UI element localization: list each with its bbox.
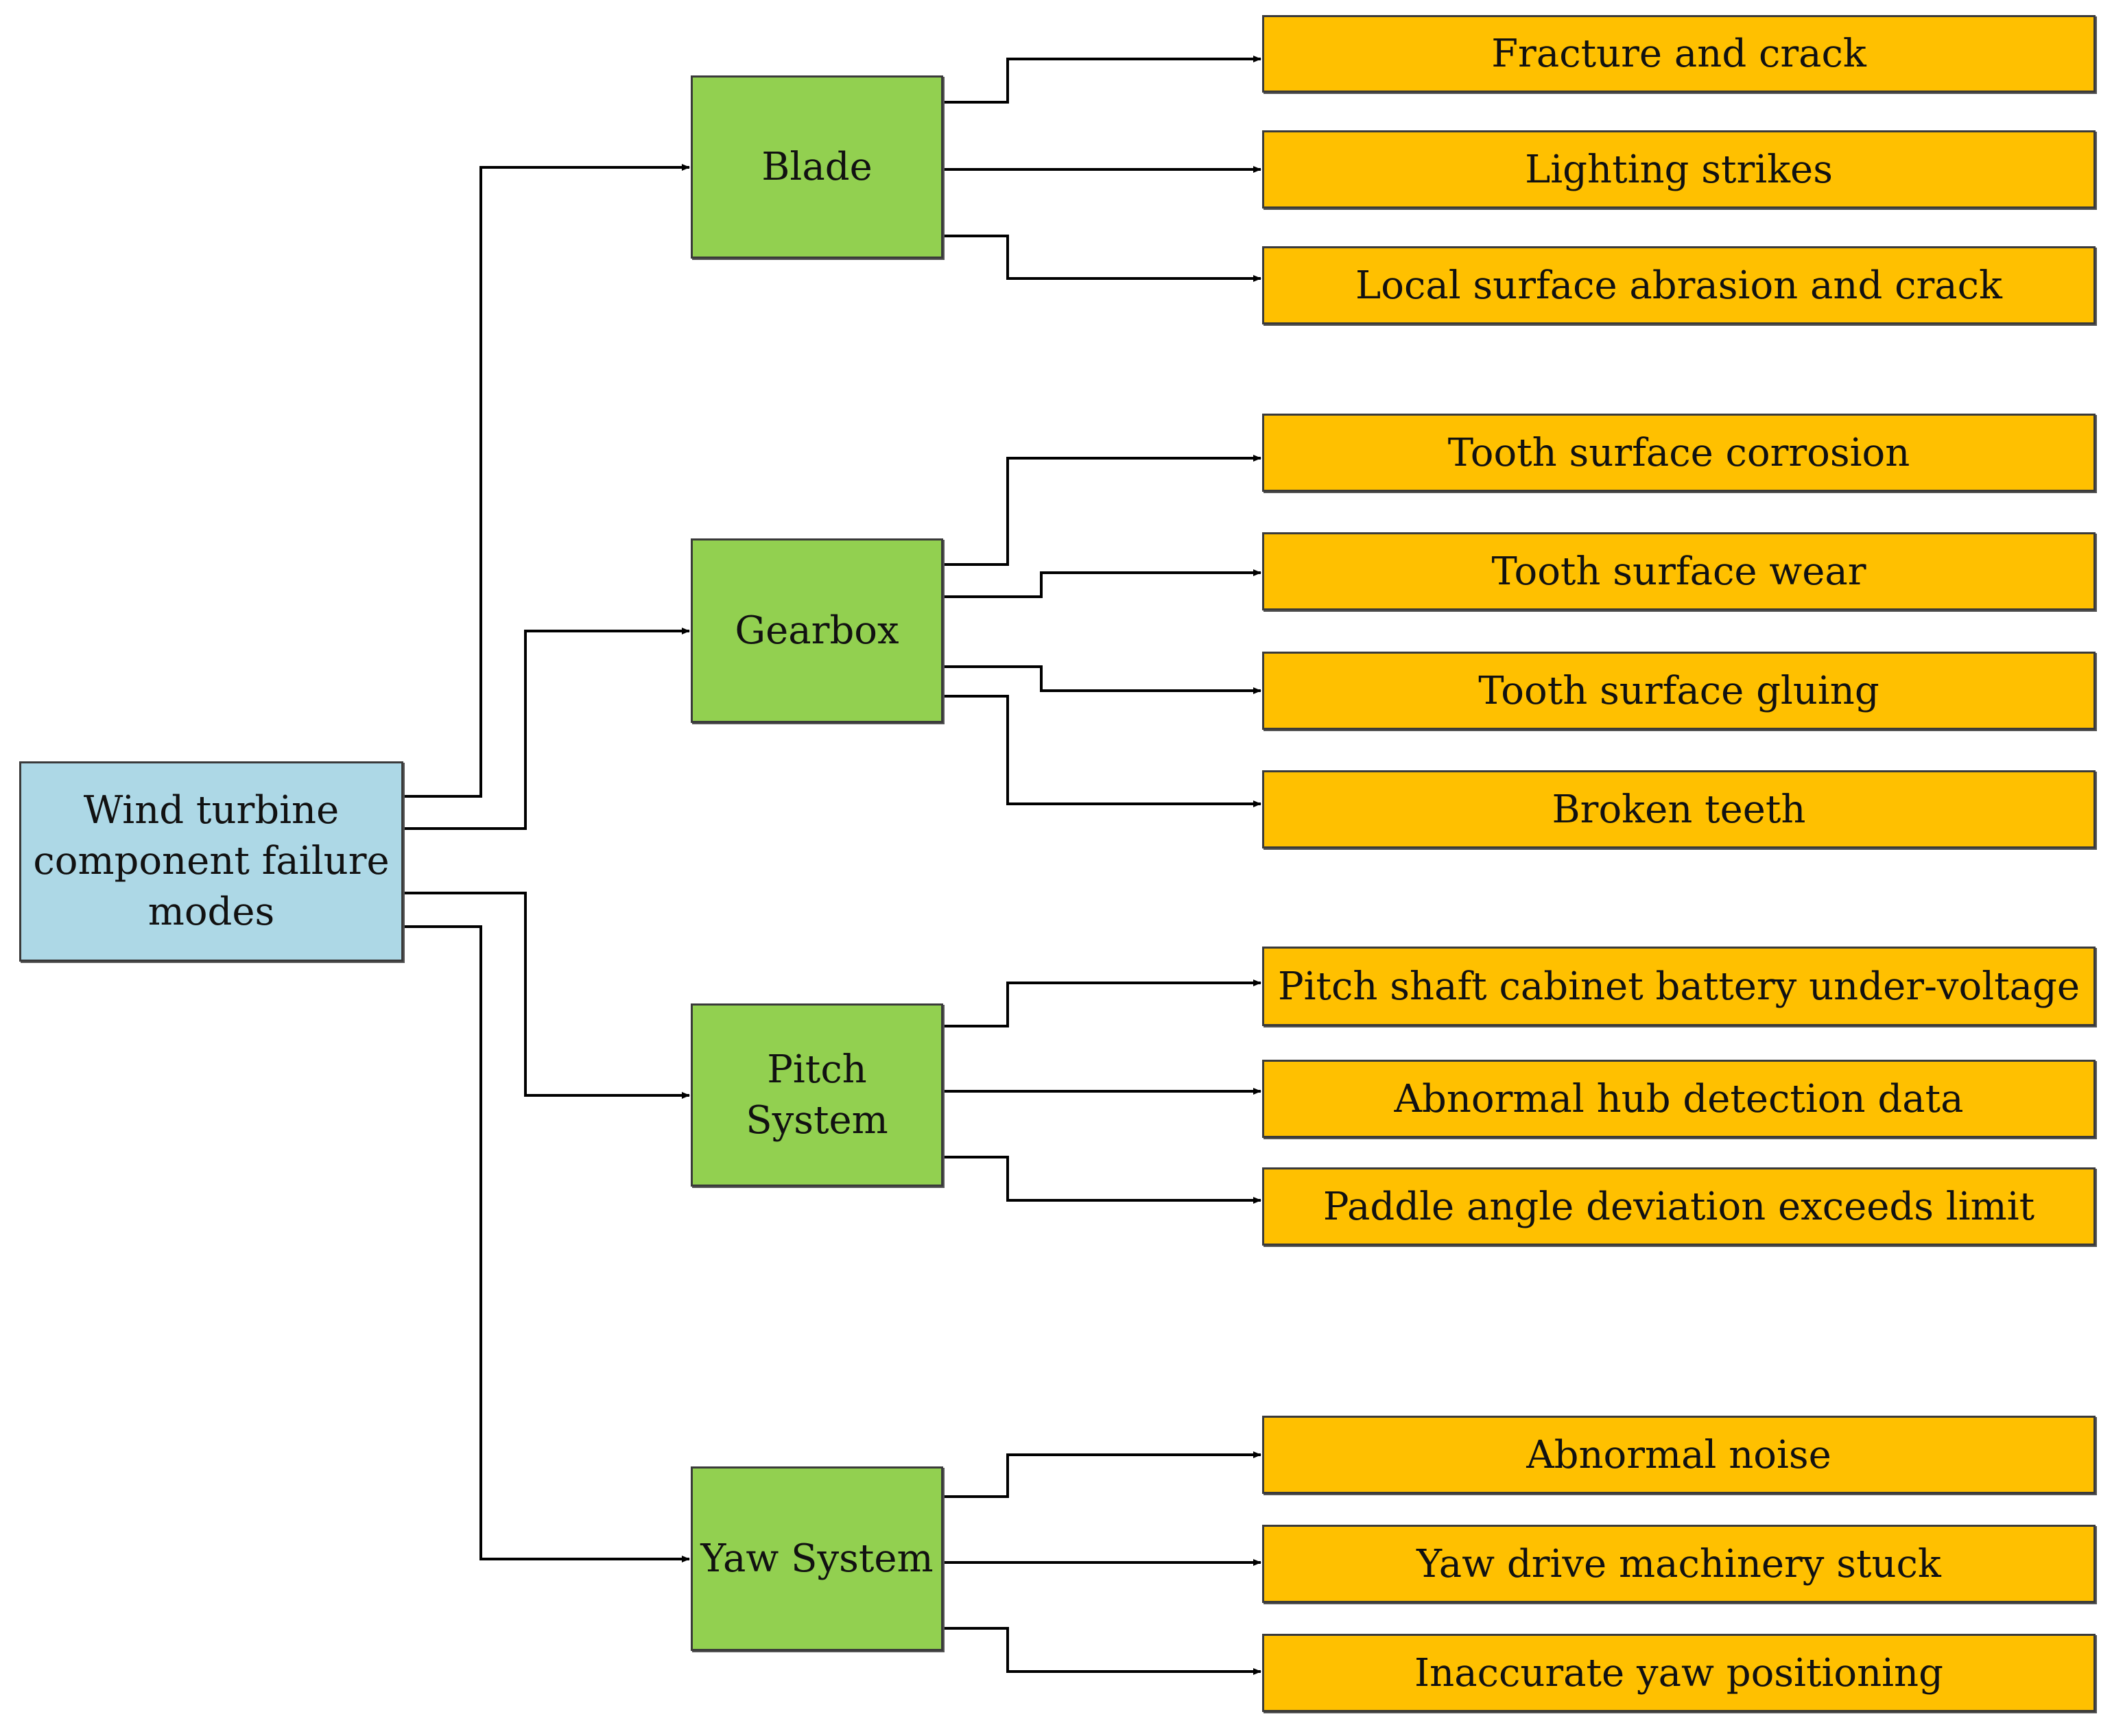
gearbox-node: Gearbox [691,538,943,723]
connector-gearbox-to-mode [943,569,1261,598]
gearbox-failure-mode: Broken teeth [1262,770,2096,848]
failure-mode-label: Tooth surface corrosion [1447,430,1910,475]
pitch-system-failure-mode: Pitch shaft cabinet battery under-voltag… [1262,947,2096,1026]
yaw-system-node: Yaw System [691,1466,943,1651]
gearbox-failure-mode: Tooth surface wear [1262,532,2096,610]
connector-root-to-yaw-system [403,925,690,1562]
pitch-system-label: Pitch System [746,1047,888,1143]
connector-root-to-gearbox [403,628,690,830]
failure-mode-label: Abnormal noise [1526,1432,1831,1477]
gearbox-label: Gearbox [735,608,899,653]
root-node: Wind turbine component failure modes [19,761,403,962]
root-node-label: Wind turbine component failure modes [33,788,390,934]
pitch-system-node: Pitch System [691,1003,943,1187]
blade-failure-mode: Lighting strikes [1262,130,2096,209]
connector-blade-to-mode [943,235,1261,282]
failure-mode-label: Yaw drive machinery stuck [1416,1541,1941,1586]
blade-node: Blade [691,75,943,259]
failure-mode-label: Tooth surface wear [1491,549,1866,594]
gearbox-failure-mode: Tooth surface gluing [1262,652,2096,730]
failure-mode-label: Broken teeth [1552,787,1806,832]
connector-blade-to-mode [943,56,1261,104]
connector-root-to-pitch-system [403,892,690,1099]
failure-mode-label: Tooth surface gluing [1478,668,1879,713]
failure-mode-label: Paddle angle deviation exceeds limit [1322,1184,2035,1229]
failure-mode-label: Lighting strikes [1525,147,1833,192]
failure-mode-label: Local surface abrasion and crack [1355,263,2002,308]
blade-failure-mode: Fracture and crack [1262,15,2096,93]
connector-root-to-blade [403,164,690,798]
failure-mode-label: Abnormal hub detection data [1394,1076,1964,1121]
blade-failure-mode: Local surface abrasion and crack [1262,246,2096,324]
connector-yaw-system-to-mode [943,1627,1261,1675]
connector-gearbox-to-mode [943,665,1261,694]
connector-gearbox-to-mode [943,695,1261,807]
yaw-system-failure-mode: Yaw drive machinery stuck [1262,1525,2096,1603]
gearbox-failure-mode: Tooth surface corrosion [1262,414,2096,492]
yaw-system-label: Yaw System [700,1536,934,1581]
connector-gearbox-to-mode [943,455,1261,566]
blade-label: Blade [761,144,873,189]
yaw-system-failure-mode: Abnormal noise [1262,1416,2096,1494]
pitch-system-failure-mode: Abnormal hub detection data [1262,1060,2096,1138]
connector-yaw-system-to-mode [943,1451,1261,1498]
connector-pitch-system-to-mode [943,1156,1261,1204]
connector-pitch-system-to-mode [943,979,1261,1027]
yaw-system-failure-mode: Inaccurate yaw positioning [1262,1634,2096,1712]
failure-mode-label: Inaccurate yaw positioning [1414,1650,1943,1696]
failure-mode-label: Fracture and crack [1491,32,1866,76]
failure-mode-label: Pitch shaft cabinet battery under-voltag… [1277,964,2080,1009]
pitch-system-failure-mode: Paddle angle deviation exceeds limit [1262,1167,2096,1246]
